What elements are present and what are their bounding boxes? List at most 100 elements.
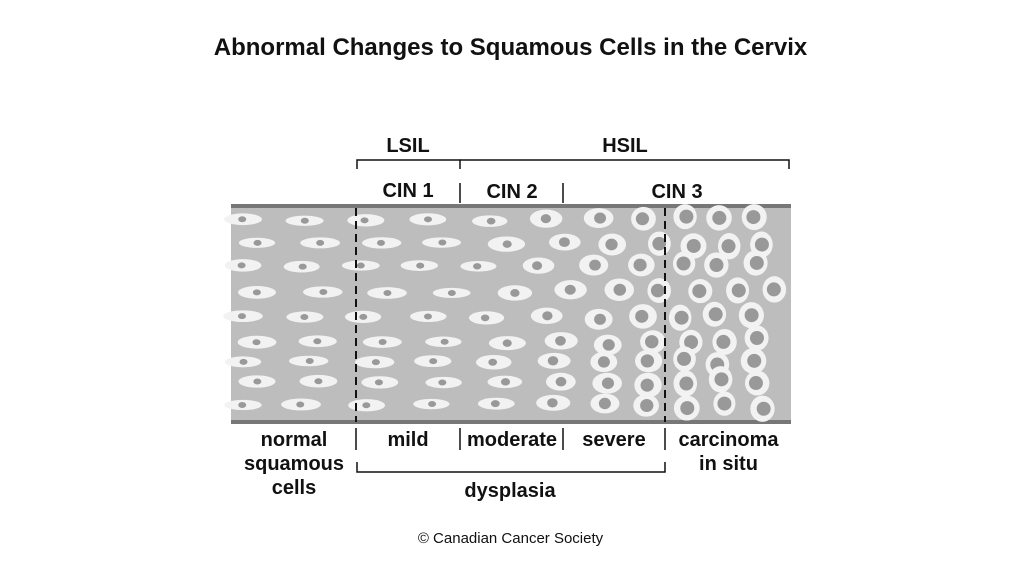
cell-nucleus	[383, 289, 392, 296]
cell-layer	[223, 204, 787, 422]
cell-nucleus	[598, 397, 611, 410]
cell-nucleus	[746, 210, 761, 225]
cell-nucleus	[378, 339, 387, 346]
cell-nucleus	[564, 284, 576, 295]
cell-nucleus	[438, 379, 447, 386]
cell-nucleus	[547, 356, 559, 366]
cell-nucleus	[371, 359, 380, 366]
cell-nucleus	[635, 309, 649, 323]
hsil-bracket	[460, 159, 790, 169]
cell-nucleus	[684, 335, 699, 350]
cell-nucleus	[298, 263, 307, 270]
cell-nucleus	[428, 401, 437, 408]
cell-nucleus	[686, 238, 701, 253]
lsil-label: LSIL	[386, 135, 430, 157]
cell-nucleus	[502, 240, 512, 248]
cell-nucleus	[708, 307, 723, 322]
cell-nucleus	[677, 351, 692, 366]
dysplasia-bracket	[356, 462, 666, 473]
lsil-bracket	[356, 159, 461, 169]
cell-nucleus	[252, 289, 261, 296]
cell-nucleus	[374, 379, 383, 386]
cell-nucleus	[319, 288, 328, 295]
cell-nucleus	[613, 283, 627, 296]
cell-nucleus	[502, 339, 512, 347]
cell-nucleus	[488, 358, 498, 366]
cell-nucleus	[253, 239, 262, 246]
stage-mild-label: mild	[387, 429, 429, 451]
cell-nucleus	[679, 376, 694, 391]
cell-nucleus	[500, 378, 511, 386]
stage-severe-label: severe	[582, 429, 646, 451]
tissue-top-border	[231, 204, 791, 208]
cell-nucleus	[650, 283, 665, 298]
cin2-label: CIN 2	[486, 181, 538, 203]
cell-nucleus	[676, 256, 691, 271]
cell-nucleus	[237, 262, 246, 269]
cell-nucleus	[540, 214, 552, 224]
cell-nucleus	[239, 358, 248, 365]
diagram-title: Abnormal Changes to Squamous Cells in th…	[213, 34, 808, 61]
cell-nucleus	[640, 398, 654, 412]
cell-nucleus	[300, 217, 309, 224]
cell-nucleus	[766, 282, 781, 297]
cell-nucleus	[359, 313, 368, 320]
cell-nucleus	[709, 258, 724, 273]
cell-nucleus	[486, 217, 496, 225]
cell-nucleus	[356, 262, 365, 269]
cell-nucleus	[510, 289, 520, 297]
cell-nucleus	[731, 283, 746, 298]
cell-nucleus	[532, 261, 543, 271]
hsil-label: HSIL	[602, 135, 648, 157]
cell-nucleus	[633, 258, 647, 272]
cell-nucleus	[555, 376, 567, 387]
cell-nucleus	[253, 378, 262, 385]
cell-nucleus	[416, 262, 425, 269]
cell-nucleus	[238, 402, 247, 409]
cell-nucleus	[314, 378, 323, 385]
cell-nucleus	[597, 356, 610, 368]
cell-nucleus	[429, 358, 438, 365]
cell-nucleus	[717, 396, 732, 411]
stage-normal-label: normal squamous cells	[243, 429, 345, 499]
cell-nucleus	[300, 314, 309, 321]
cell-nucleus	[542, 311, 553, 321]
cell-nucleus	[748, 376, 763, 391]
cell-nucleus	[602, 339, 615, 351]
cell-nucleus	[640, 378, 654, 392]
cell-nucleus	[674, 310, 689, 325]
dysplasia-label: dysplasia	[464, 480, 556, 502]
cell-nucleus	[480, 314, 490, 322]
cin1-label: CIN 1	[382, 180, 434, 202]
cell-nucleus	[424, 216, 433, 223]
cell-nucleus	[589, 259, 601, 271]
cell-nucleus	[376, 239, 385, 246]
cell-nucleus	[305, 358, 314, 365]
cell-nucleus	[360, 217, 369, 224]
cell-nucleus	[558, 237, 570, 248]
cell-nucleus	[692, 284, 707, 299]
cell-nucleus	[473, 263, 482, 270]
cell-nucleus	[744, 308, 759, 323]
cell-nucleus	[754, 237, 769, 252]
copyright-credit: © Canadian Cancer Society	[417, 530, 604, 547]
cell-nucleus	[362, 402, 371, 409]
cell-nucleus	[721, 239, 736, 254]
cell-nucleus	[296, 401, 305, 408]
cell-nucleus	[555, 335, 566, 346]
cell-nucleus	[440, 338, 449, 345]
stage-moderate-label: moderate	[466, 429, 558, 451]
cell-nucleus	[716, 334, 731, 349]
cell-nucleus	[714, 372, 729, 387]
cell-nucleus	[680, 401, 695, 416]
cell-nucleus	[438, 239, 447, 246]
cell-nucleus	[635, 212, 650, 226]
cell-nucleus	[490, 400, 500, 408]
cell-nucleus	[605, 238, 618, 251]
cell-nucleus	[313, 338, 322, 345]
cell-nucleus	[316, 239, 325, 246]
cell-nucleus	[237, 313, 246, 320]
cin3-label: CIN 3	[651, 181, 703, 203]
cell-nucleus	[756, 401, 771, 416]
stage-carcinoma-label: carcinoma in situ	[678, 429, 779, 475]
